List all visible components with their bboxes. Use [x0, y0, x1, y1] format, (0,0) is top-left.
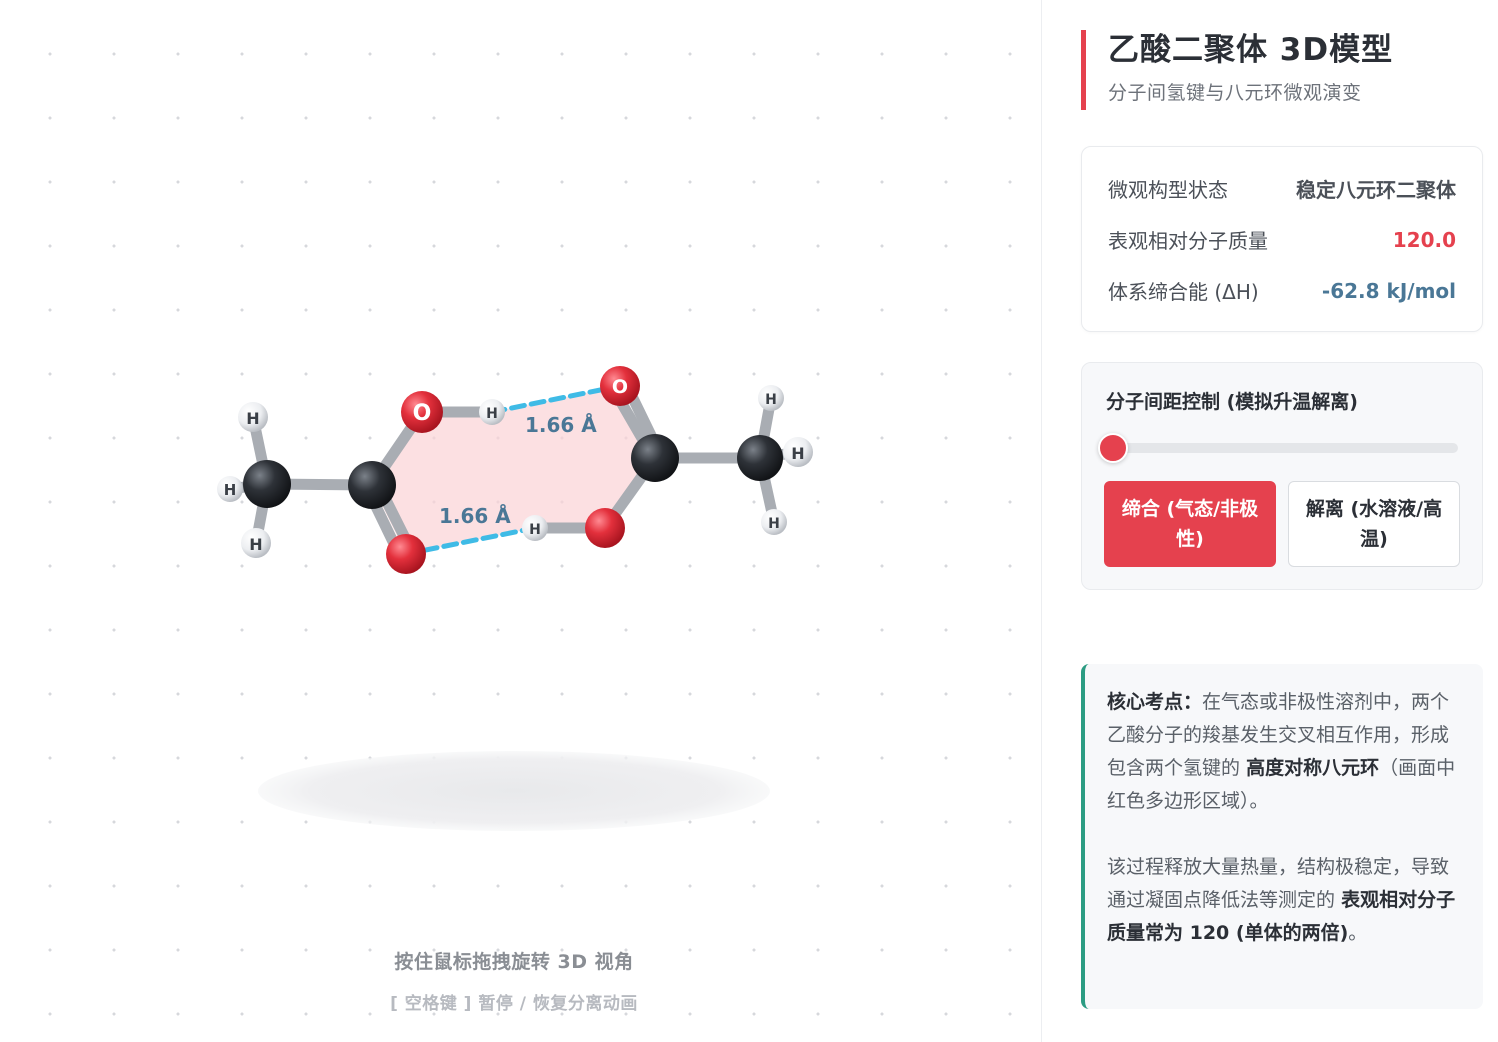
atom-label: H [768, 516, 780, 532]
hbond-distance-label-top: 1.66 Å [525, 413, 597, 437]
rotate-hint: 按住鼠标拖拽旋转 3D 视角 [394, 951, 634, 973]
hydrogen-atom[interactable] [238, 402, 268, 432]
carbon-atom-carboxyl-left[interactable] [348, 461, 396, 509]
distance-slider-thumb[interactable] [1098, 433, 1128, 463]
oxygen-atom-carbonyl-right[interactable] [600, 366, 640, 406]
atom-label: H [249, 535, 262, 554]
atom-label: H [486, 406, 498, 422]
hydrogen-atom[interactable] [217, 476, 243, 502]
note-text: （画面中红色多边形区域）。 [1107, 757, 1456, 812]
hbond-distance-label-bottom: 1.66 Å [439, 504, 511, 528]
distance-control-card: 分子间距控制 (模拟升温解离) 缔合 (气态/非极性) 解离 (水溶液/高温) [1081, 362, 1483, 590]
carbon-atom-methyl-right[interactable] [737, 435, 783, 481]
info-row-state: 微观构型状态 稳定八元环二聚体 [1108, 163, 1456, 214]
pause-hint: [ 空格键 ] 暂停 / 恢复分离动画 [390, 994, 638, 1014]
page-subtitle: 分子间氢键与八元环微观演变 [1108, 82, 1362, 104]
oxygen-atom-hydroxyl-right[interactable] [585, 508, 625, 548]
info-value-energy: -62.8 kJ/mol [1321, 278, 1456, 303]
distance-slider[interactable] [1098, 433, 1458, 463]
atom-label: H [224, 481, 237, 499]
acetic-acid-dimer-model[interactable]: 1.66 Å 1.66 Å H H H O H H H H O H [0, 0, 1042, 1042]
info-label: 体系缔合能 (ΔH) [1108, 280, 1259, 304]
hydrogen-bonds [403, 383, 623, 557]
info-value-mass: 120.0 [1392, 227, 1456, 252]
carbon-atom-carboxyl-right[interactable] [631, 434, 679, 482]
hydrogen-atom[interactable] [758, 385, 784, 411]
atom-label: H [791, 444, 804, 463]
note-text: 该过程释放大量热量，结构极稳定，导致通过凝固点降低法等测定的 [1107, 856, 1450, 911]
hydrogen-atom[interactable] [761, 509, 787, 535]
key-point-note: 核心考点：在气态或非极性溶剂中，两个乙酸分子的羧基发生交叉相互作用，形成包含两个… [1081, 664, 1483, 1009]
info-value-state: 稳定八元环二聚体 [1296, 178, 1456, 202]
floor-shadow [258, 751, 770, 831]
associate-button[interactable]: 缔合 (气态/非极性) [1104, 481, 1276, 567]
note-paragraph-2: 该过程释放大量热量，结构极稳定，导致通过凝固点降低法等测定的 表观相对分子质量常… [1107, 851, 1465, 950]
atom-label: O [413, 401, 432, 426]
atom-label: H [765, 392, 777, 408]
atom-label: O [612, 376, 628, 398]
hydrogen-atom[interactable] [241, 528, 271, 558]
eight-membered-ring [372, 386, 655, 554]
hydrogen-atom[interactable] [783, 437, 813, 467]
note-strong: 高度对称八元环 [1246, 757, 1380, 779]
note-text: 。 [1348, 922, 1368, 944]
molecule-viewport[interactable]: 1.66 Å 1.66 Å H H H O H H H H O H 按住鼠标拖拽… [0, 0, 1042, 1042]
info-row-mass: 表观相对分子质量 120.0 [1108, 214, 1456, 265]
page-title: 乙酸二聚体 3D模型 [1108, 32, 1394, 68]
note-text: 在气态或非极性溶剂中，两个乙酸分子的羧基发生交叉相互作用，形成包含两个氢键的 [1107, 691, 1450, 779]
hydrogen-atom-hbond-bottom[interactable] [522, 515, 548, 541]
oxygen-atom-hydroxyl-left[interactable] [401, 391, 443, 433]
oxygen-atom-carbonyl-left[interactable] [386, 534, 426, 574]
info-label: 表观相对分子质量 [1108, 229, 1268, 253]
note-strong: 表观相对分子质量常为 120 (单体的两倍) [1107, 889, 1456, 944]
info-row-energy: 体系缔合能 (ΔH) -62.8 kJ/mol [1108, 265, 1456, 316]
dissociate-button[interactable]: 解离 (水溶液/高温) [1288, 481, 1460, 567]
carbon-atom-methyl-left[interactable] [243, 460, 291, 508]
note-paragraph-1: 核心考点：在气态或非极性溶剂中，两个乙酸分子的羧基发生交叉相互作用，形成包含两个… [1107, 686, 1465, 818]
side-panel: 乙酸二聚体 3D模型 分子间氢键与八元环微观演变 微观构型状态 稳定八元环二聚体… [1043, 0, 1498, 1042]
info-card: 微观构型状态 稳定八元环二聚体 表观相对分子质量 120.0 体系缔合能 (ΔH… [1081, 146, 1483, 332]
hydrogen-atom-hbond-top[interactable] [479, 399, 505, 425]
panel-header: 乙酸二聚体 3D模型 分子间氢键与八元环微观演变 [1081, 30, 1393, 110]
note-lead: 核心考点： [1107, 691, 1203, 713]
control-title: 分子间距控制 (模拟升温解离) [1106, 391, 1358, 413]
atom-label: H [529, 522, 541, 538]
info-label: 微观构型状态 [1108, 178, 1228, 202]
atom-label: H [246, 409, 259, 428]
